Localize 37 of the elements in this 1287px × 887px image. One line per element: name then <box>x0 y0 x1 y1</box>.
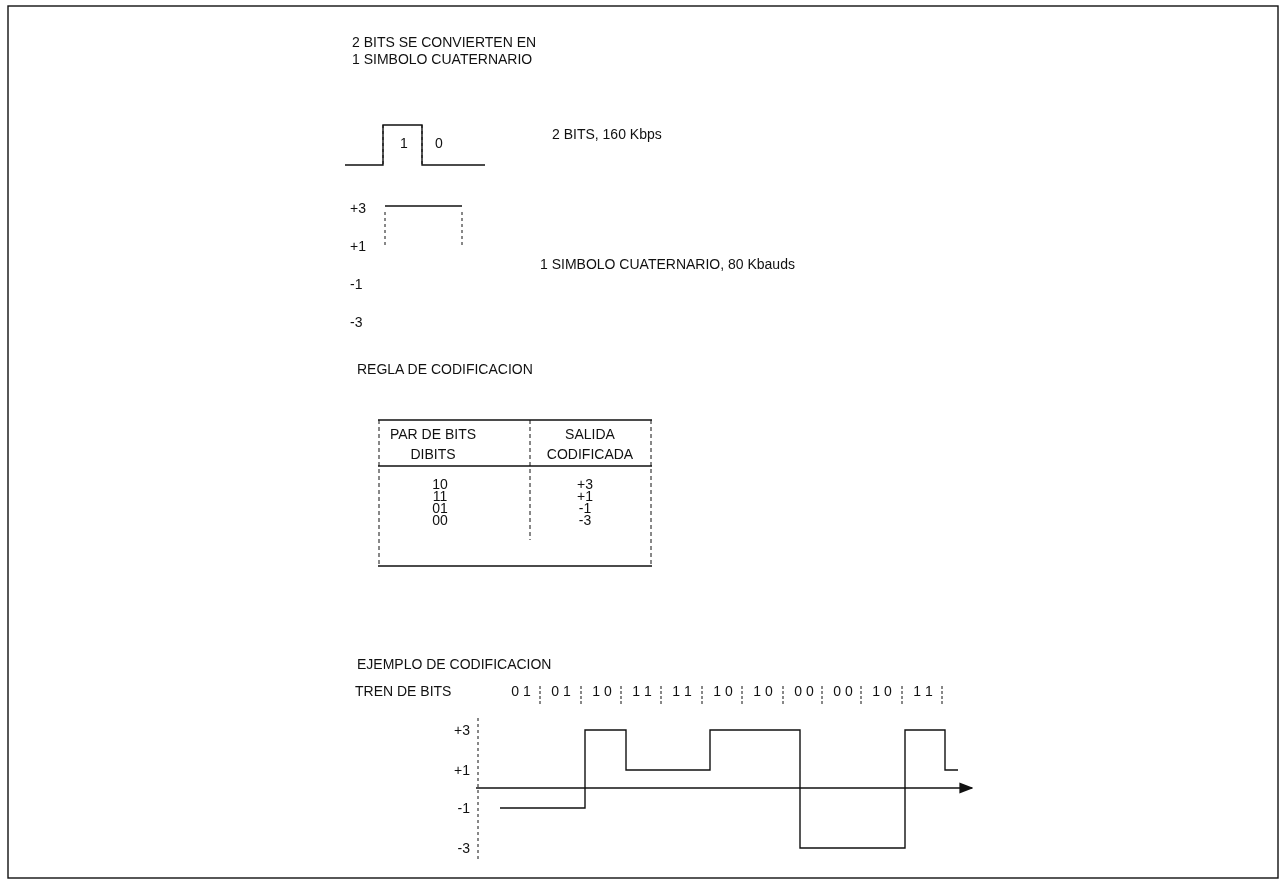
bit-pair-label: 1 1 <box>912 683 934 700</box>
table-text: 10 <box>431 478 449 490</box>
level-label: +1 <box>453 762 470 779</box>
bit-pair-label: 1 1 <box>631 683 653 700</box>
table-text: -1 <box>578 502 592 514</box>
column-header: PAR DE BITS DIBITS <box>388 425 478 464</box>
rate-label: 2 BITS, 160 Kbps <box>552 126 662 143</box>
level-label: -3 <box>350 314 363 331</box>
bit-pair-label: 0 1 <box>510 683 532 700</box>
bit-label: 1 <box>400 135 408 152</box>
level-label: +3 <box>453 722 470 739</box>
bit-pair-label: 1 0 <box>752 683 774 700</box>
heading: 2 BITS SE CONVIERTEN EN 1 SIMBOLO CUATERNARIO <box>352 34 538 68</box>
rate-label: 1 SIMBOLO CUATERNARIO, 80 Kbauds <box>540 256 795 273</box>
bit-pair-label: 1 0 <box>712 683 734 700</box>
bit-pair-label: 1 0 <box>591 683 613 700</box>
table-text: +1 <box>576 490 594 502</box>
bit-pair-label: 0 1 <box>550 683 572 700</box>
level-label: -1 <box>456 800 470 817</box>
level-label: -3 <box>456 840 470 857</box>
row-label: TREN DE BITS <box>355 683 452 700</box>
heading: EJEMPLO DE CODIFICACION <box>357 656 552 673</box>
bit-label: 0 <box>435 135 443 152</box>
table-text: +3 <box>576 478 594 490</box>
bit-pair-label: 0 0 <box>793 683 815 700</box>
level-label: -1 <box>350 276 363 293</box>
table-text: -3 <box>577 514 593 526</box>
bit-pair-label: 0 0 <box>832 683 854 700</box>
level-label: +3 <box>350 200 366 217</box>
heading: REGLA DE CODIFICACION <box>357 361 533 378</box>
table-text: 00 <box>431 514 449 526</box>
column-header: SALIDA CODIFICADA <box>545 425 635 464</box>
table-text: 01 <box>431 502 449 514</box>
bit-pair-label: 1 1 <box>671 683 693 700</box>
level-label: +1 <box>350 238 366 255</box>
table-text: 11 <box>431 490 449 502</box>
bit-pair-label: 1 0 <box>871 683 893 700</box>
